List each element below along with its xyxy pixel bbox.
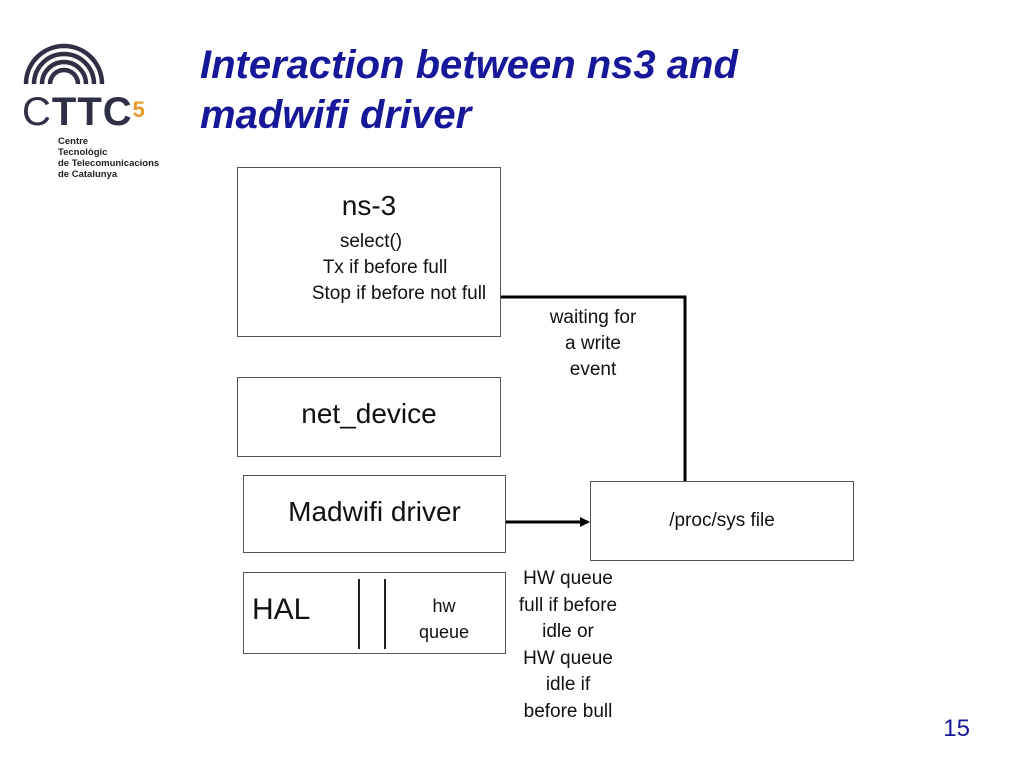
page-number: 15 [943,715,970,742]
ns3-title: ns-3 [341,190,397,221]
proc-sys-file-box: /proc/sys file [590,481,854,561]
logo-subtitle-line: Centre [58,136,89,147]
ns3-line-select: select() [339,231,403,252]
slide-title-line1: Interaction between ns3 and [200,43,738,87]
hw-queue-note: HW queue full if before idle or HW queue… [518,568,618,722]
ns3-line-stop: Stop if before not full [311,283,487,304]
logo-subtitle-line: de Catalunya [58,169,118,180]
logo-wordmark-main: TTC [51,90,133,134]
logo-wordmark-sup: 5 [132,97,146,122]
madwifi-driver-label: Madwifi driver [288,496,461,527]
logo-subtitle: Centre Tecnològic de Telecomunicacions d… [58,136,159,180]
ns3-line-tx: Tx if before full [322,257,448,278]
connector-ns3-to-proc [498,295,687,483]
net-device-label: net_device [301,398,437,429]
waiting-note: waiting for a write event [549,307,637,380]
logo-subtitle-line: Tecnològic [58,147,108,158]
proc-sys-file-label: /proc/sys file [669,510,775,531]
slide-title: Interaction between ns3 and madwifi driv… [200,40,840,140]
logo-subtitle-line: de Telecomunicacions [58,158,160,169]
hal-box: HAL hw queue [243,572,506,654]
hal-divider [358,579,360,649]
hal-label: HAL [252,593,311,626]
madwifi-driver-box: Madwifi driver [243,475,506,553]
logo-wordmark-prefix: C [22,90,52,134]
signal-arcs-icon [23,43,105,86]
logo-wordmark: CTTC5 [22,92,146,132]
ns3-box: ns-3 select() Tx if before full Stop if … [237,167,501,337]
slide-title-line2: madwifi driver [200,93,472,137]
hw-queue-label: hw queue [418,596,470,642]
net-device-box: net_device [237,377,501,457]
hal-divider [384,579,386,649]
cttc-logo: CTTC5 Centre Tecnològic de Telecomunicac… [20,22,190,180]
